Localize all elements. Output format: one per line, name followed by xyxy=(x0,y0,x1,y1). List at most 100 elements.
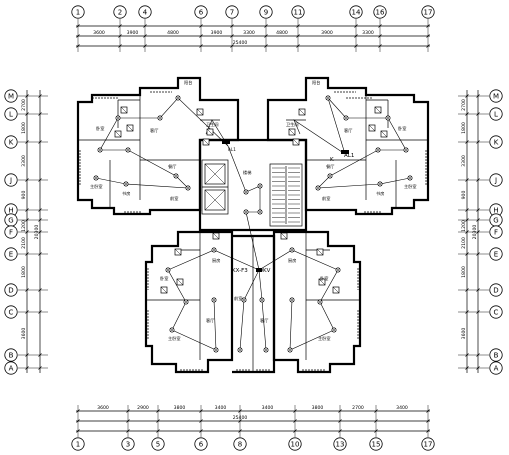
axis-bubble-circle xyxy=(489,173,503,187)
lower-right-unit-wall xyxy=(272,230,362,374)
dimension-tick xyxy=(354,24,358,28)
axis-bubble: 11 xyxy=(291,5,305,52)
dimension-label: 3400 xyxy=(396,405,408,411)
ceiling-lamp-icon xyxy=(289,297,295,303)
room-label-bedroom-right: 卧室 xyxy=(398,125,406,132)
axis-bubble-circle xyxy=(373,5,387,19)
axis-bubble-label: G xyxy=(8,216,13,224)
switch-icon xyxy=(368,124,376,132)
dimension-tick xyxy=(156,419,160,423)
circuit-wire xyxy=(239,269,260,351)
lamp-cross xyxy=(260,298,264,302)
axis-bubble-circle xyxy=(4,348,18,362)
axis-bubble: 9 xyxy=(259,5,273,52)
ceiling-lamp-icon xyxy=(211,247,217,253)
axis-bubble-label: D xyxy=(493,286,498,294)
switch-icon xyxy=(196,108,204,116)
axis-bubble: 16 xyxy=(373,5,387,52)
switch-mark xyxy=(380,130,388,138)
dimension-tick xyxy=(38,178,42,182)
ceiling-lamp-icon xyxy=(169,327,175,333)
dimension-tick xyxy=(465,140,469,144)
lamp-cross xyxy=(124,182,128,186)
dimension-tick xyxy=(264,44,268,48)
elevator-car xyxy=(204,189,226,211)
ceiling-lamp-icon xyxy=(241,297,247,303)
axis-bubble-label: K xyxy=(9,138,14,146)
circuit-wire xyxy=(317,97,411,189)
axis-bubble: K xyxy=(458,135,503,149)
panel-box-icon xyxy=(341,150,349,154)
distribution-panel-left: AL1 xyxy=(222,140,236,152)
dimension-label: 1200 xyxy=(461,220,467,232)
dimension-tick xyxy=(38,218,42,222)
dimension-tick xyxy=(426,24,430,28)
dimension-tick xyxy=(465,310,469,314)
lamp-cross xyxy=(212,248,216,252)
panel-prefix-right: K xyxy=(330,157,334,163)
lamp-cross xyxy=(186,186,190,190)
axis-bubble-circle xyxy=(333,437,347,451)
lamp-cross xyxy=(264,348,268,352)
dimension-tick xyxy=(25,288,29,292)
ceiling-lamp-icon xyxy=(93,175,99,181)
dimension-tick xyxy=(143,34,147,38)
lamp-cross xyxy=(318,300,322,304)
room-label-living-right: 客厅 xyxy=(344,127,352,134)
room-label-toilet: 卫生间 xyxy=(206,121,219,128)
lamp-cross xyxy=(170,328,174,332)
dimension-label: 2900 xyxy=(137,405,149,411)
elevator-car-cross xyxy=(204,163,226,185)
dimension-tick xyxy=(25,353,29,357)
dimension-tick xyxy=(143,24,147,28)
top-total-dimension-text: 25400 xyxy=(233,40,248,46)
axis-bubble-circle xyxy=(489,361,503,375)
dimension-tick xyxy=(76,34,80,38)
dimension-tick xyxy=(338,429,342,433)
dimension-tick xyxy=(296,44,300,48)
switch-mark xyxy=(318,278,326,286)
switch-mark xyxy=(292,138,300,146)
dimension-label: 3900 xyxy=(321,30,333,36)
dimension-tick xyxy=(25,140,29,144)
dimension-tick xyxy=(76,44,80,48)
axis-bubble-circle xyxy=(194,5,208,19)
window-marks xyxy=(79,91,427,371)
axis-bubble-circle xyxy=(4,107,18,121)
axis-bubble: 13 xyxy=(333,405,347,451)
axis-bubble: M xyxy=(4,89,48,103)
dimension-tick xyxy=(25,208,29,212)
axis-bubble-label: 7 xyxy=(230,8,234,16)
ceiling-lamp-icon xyxy=(377,181,383,187)
axis-bubble-circle xyxy=(138,5,152,19)
switch-mark xyxy=(298,108,306,116)
dimension-tick xyxy=(38,208,42,212)
lamp-cross xyxy=(386,116,390,120)
axis-bubble-label: F xyxy=(9,228,13,236)
axis-bubble-label: E xyxy=(494,250,498,258)
stair-treads xyxy=(272,166,300,224)
axis-bubble: 1 xyxy=(71,405,85,451)
dimension-tick xyxy=(476,218,480,222)
axis-bubble-label: B xyxy=(494,351,499,359)
axis-bubble-circle xyxy=(489,89,503,103)
axis-bubble: 6 xyxy=(194,405,208,451)
axis-bubble-label: A xyxy=(9,364,14,372)
dimension-tick xyxy=(354,44,358,48)
axis-bubble-circle xyxy=(121,437,135,451)
dimension-tick xyxy=(38,366,42,370)
switch-icon xyxy=(120,106,128,114)
lamp-cross xyxy=(242,298,246,302)
panel-box-icon xyxy=(256,268,262,272)
dimension-tick xyxy=(25,112,29,116)
axis-bubble-label: 1 xyxy=(76,440,80,448)
switch-mark xyxy=(374,106,382,114)
dimension-tick xyxy=(38,94,42,98)
dimension-tick xyxy=(476,366,480,370)
lamp-cross xyxy=(176,96,180,100)
switch-mark xyxy=(126,124,134,132)
axis-bubble-label: 2 xyxy=(118,8,122,16)
